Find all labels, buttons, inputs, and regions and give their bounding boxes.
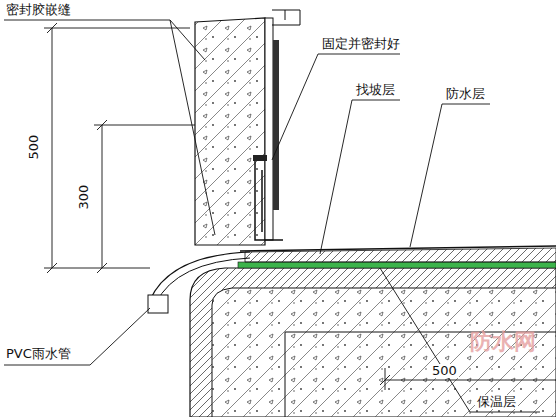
dimension-value: 500 <box>27 133 41 162</box>
slab-outline <box>212 288 556 417</box>
callout-label: 固定并密封好 <box>320 37 402 51</box>
flashing <box>273 40 279 210</box>
waterproof-layer <box>240 246 556 251</box>
insulation-wrap <box>190 268 556 417</box>
coping-line <box>285 10 286 20</box>
plaster-layer <box>265 18 273 240</box>
callout-label: 找坡层 <box>354 83 397 97</box>
dimension-lines <box>44 23 556 390</box>
pvc-pipe-edge <box>156 258 250 303</box>
callout-label: 防水层 <box>444 87 487 101</box>
dimension-value: 500 <box>430 364 459 378</box>
leader-lines <box>4 20 540 412</box>
callout-label: 保温层 <box>475 395 518 409</box>
insulation-layer <box>238 262 556 268</box>
sealant <box>253 155 267 161</box>
termination-bar <box>255 160 283 240</box>
pipe-outlet <box>148 295 168 313</box>
watermark: 防水网 <box>470 330 536 354</box>
coping <box>272 10 300 25</box>
callout-label: PVC雨水管 <box>4 347 73 361</box>
roof-slab <box>212 288 556 417</box>
dimension-value: 300 <box>77 183 91 212</box>
callout-label: 密封胶嵌缝 <box>4 3 73 17</box>
